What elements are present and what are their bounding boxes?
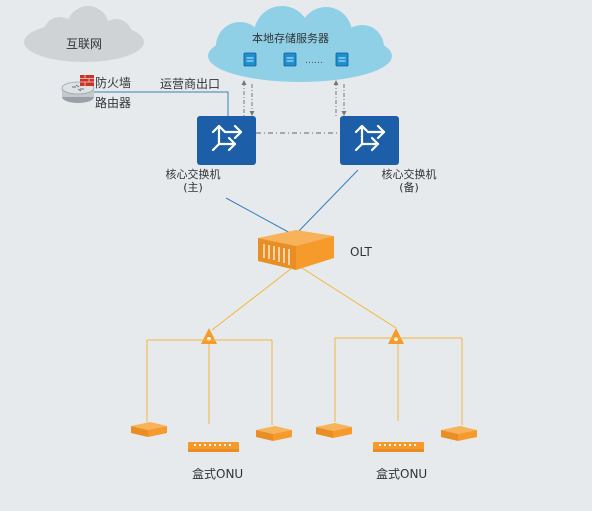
core-backup-label: 核心交换机 (备)	[374, 168, 444, 194]
onu-box-icon[interactable]	[373, 442, 424, 452]
arrow-up-icon	[241, 80, 247, 85]
core-main-label-line2: (主)	[183, 181, 203, 194]
storage-label: 本地存储服务器	[252, 32, 329, 45]
core-backup-label-line2: (备)	[399, 181, 419, 194]
right-branches	[334, 337, 463, 425]
onu-box-icon[interactable]	[441, 426, 477, 441]
splitter-icon	[201, 328, 217, 344]
onu-left-label: 盒式ONU	[192, 467, 244, 481]
arrow-up-icon	[333, 80, 339, 85]
arrow-down-icon	[249, 111, 255, 116]
firewall-label: 防火墙	[95, 76, 132, 90]
internet-label: 互联网	[66, 37, 103, 51]
router-label: 路由器	[95, 96, 132, 110]
olt-chassis-icon[interactable]	[258, 230, 334, 270]
core-main-label-line1: 核心交换机	[165, 168, 221, 181]
isp-exit-label: 运营商出口	[160, 77, 221, 91]
storage-cloud	[208, 6, 392, 82]
server-icon	[243, 52, 257, 67]
onu-box-icon[interactable]	[256, 426, 292, 441]
splitter-icon	[388, 328, 404, 344]
core-backup-label-line1: 核心交换机	[381, 168, 437, 181]
server-icon	[283, 52, 297, 67]
uplink-backup	[295, 169, 359, 235]
onu-right-label: 盒式ONU	[376, 467, 428, 481]
uplink-main	[225, 197, 293, 235]
switch-arrows-icon	[211, 124, 243, 152]
onu-box-icon[interactable]	[316, 423, 352, 438]
arrow-down-icon	[341, 111, 347, 116]
storage-ellipsis: ……	[305, 56, 323, 66]
onu-box-icon[interactable]	[131, 422, 167, 437]
firewall-brick-icon	[80, 75, 94, 86]
internet-cloud	[24, 6, 144, 62]
core-switch-main[interactable]	[197, 116, 256, 165]
core-main-label: 核心交换机 (主)	[158, 168, 228, 194]
isp-link	[94, 91, 229, 116]
storage-link-backup	[335, 82, 345, 116]
server-icon	[335, 52, 349, 67]
olt-link-right	[301, 267, 397, 329]
core-switch-backup[interactable]	[340, 116, 399, 165]
olt-link-left	[211, 267, 293, 331]
storage-link-main	[243, 82, 253, 116]
onu-box-icon[interactable]	[188, 442, 239, 452]
olt-label: OLT	[350, 245, 372, 259]
router-icon	[61, 81, 95, 103]
left-branches	[146, 339, 273, 425]
switch-arrows-icon	[354, 124, 386, 152]
